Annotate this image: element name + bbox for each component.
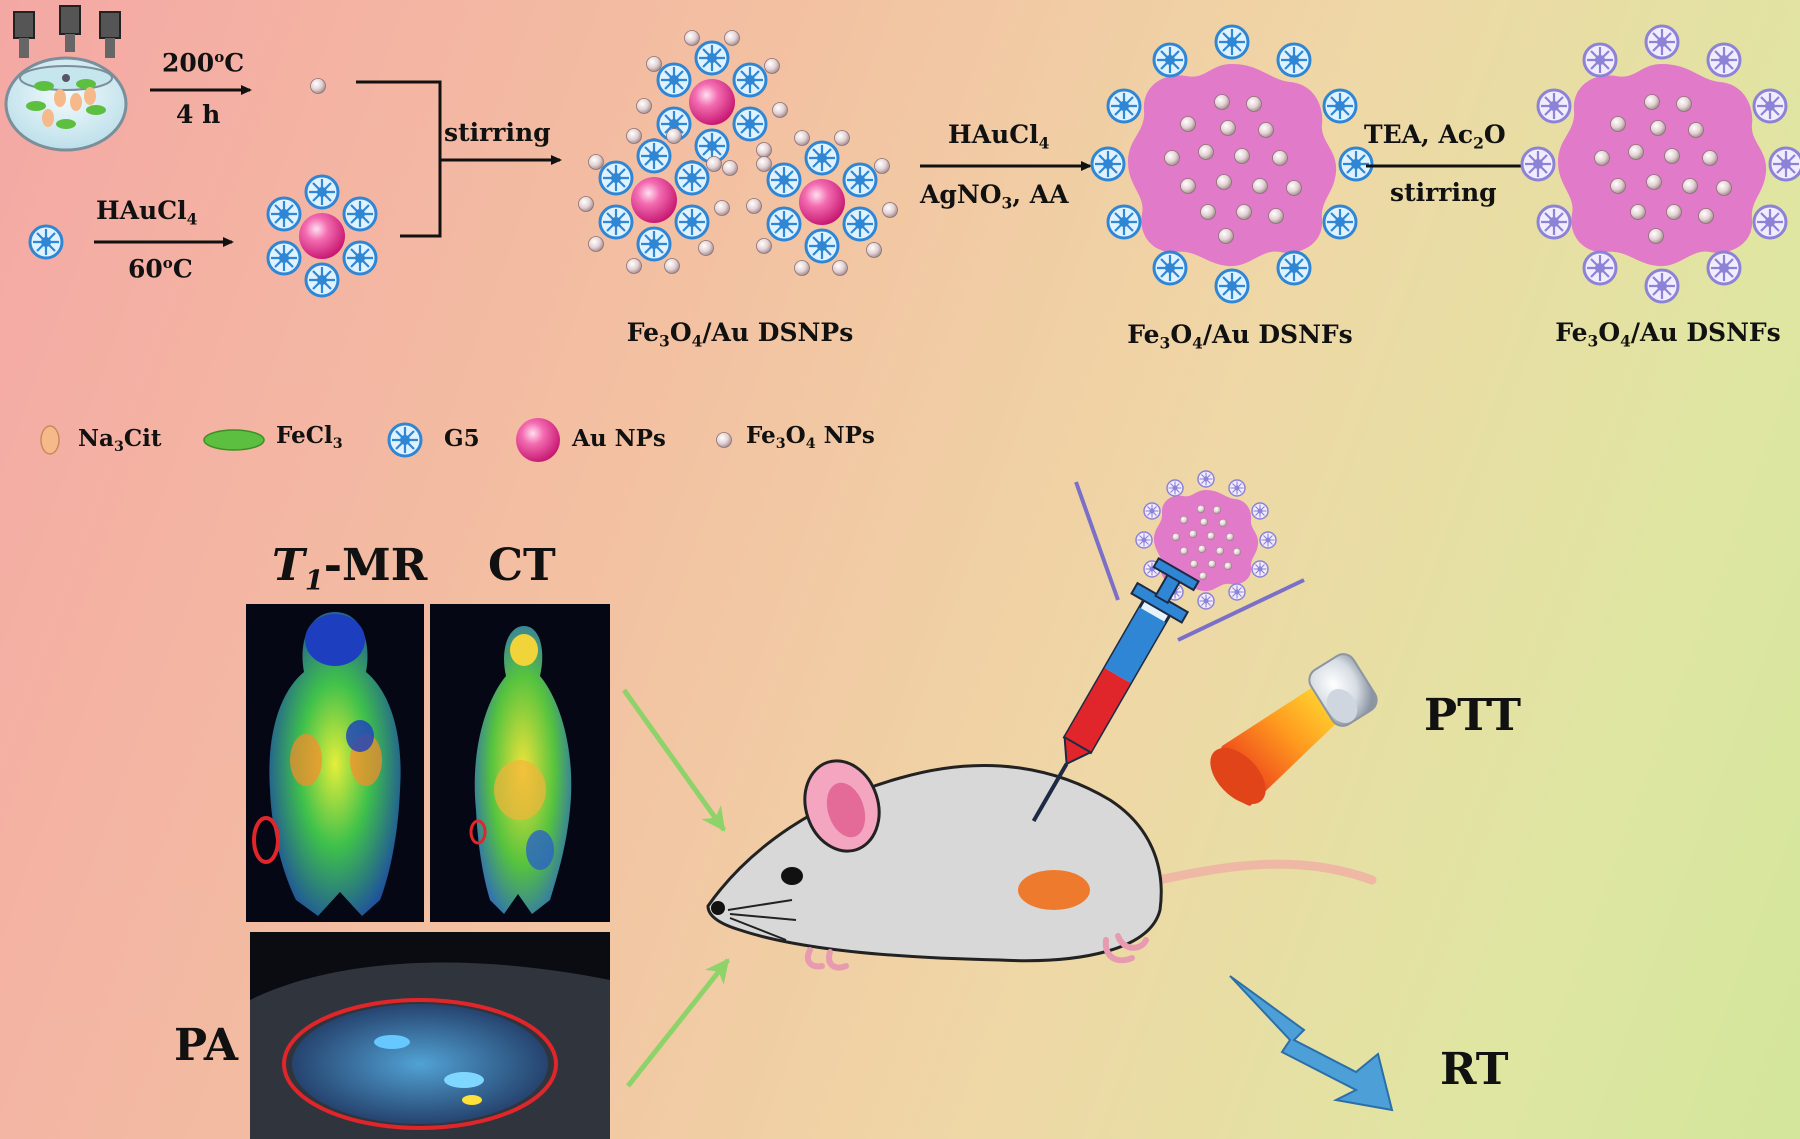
gold-nanoparticle-icon	[516, 418, 560, 462]
step5-stirring: stirring	[1390, 178, 1497, 207]
sodium-citrate-icon	[40, 425, 60, 455]
iron-oxide-nanoparticle-icon	[716, 432, 732, 448]
label-ptt: PTT	[1424, 690, 1522, 741]
injected-nanoflower	[1136, 471, 1276, 609]
fe3o4-nanoparticle	[310, 78, 326, 94]
label-rt: RT	[1440, 1044, 1509, 1095]
zoom-guide	[1074, 481, 1305, 642]
t1-mr-image	[246, 604, 424, 922]
dsnps-aggregate	[579, 31, 898, 276]
syringe	[1031, 556, 1200, 823]
legend-au-nps: Au NPs	[572, 425, 666, 452]
legend-g5: G5	[444, 425, 480, 452]
label-t1-mr: T1-MR	[272, 540, 428, 597]
arrow-imaging-pa	[626, 958, 730, 1088]
legend-fecl3: FeCl3	[276, 422, 343, 452]
laser-source	[1210, 653, 1378, 806]
product-label-acetylated-dsnfs: Fe3O4/Au DSNFs	[1555, 318, 1781, 351]
step1-temperature: 200oC	[162, 48, 245, 78]
dendrimer-icon	[387, 422, 423, 458]
dsnfs-flower	[1092, 26, 1372, 302]
radiation-bolt-icon	[1229, 975, 1394, 1112]
product-label-dsnfs: Fe3O4/Au DSNFs	[1127, 320, 1353, 353]
legend-na3cit: Na3Cit	[78, 425, 162, 455]
arrow-imaging-mr-ct	[621, 688, 727, 832]
mouse	[706, 759, 1377, 971]
step3-stirring: stirring	[444, 118, 551, 147]
pa-image	[250, 932, 610, 1139]
step4-additives: AgNO3, AA	[920, 180, 1069, 213]
au-dendrimer-assembly	[268, 176, 376, 296]
label-pa: PA	[174, 1020, 239, 1071]
step2-temperature: 60oC	[128, 254, 193, 284]
ferric-chloride-icon	[203, 429, 265, 451]
step5-reagents: TEA, Ac2O	[1364, 120, 1506, 153]
label-ct: CT	[488, 540, 556, 591]
legend-fe3o4-nps: Fe3O4 NPs	[746, 422, 875, 452]
reaction-flask	[4, 5, 128, 152]
ct-image	[430, 604, 610, 922]
acetylated-dsnfs-flower	[1522, 26, 1800, 302]
step4-reagent: HAuCl4	[948, 120, 1050, 153]
product-label-dsnps: Fe3O4/Au DSNPs	[626, 318, 854, 351]
g5-dendrimer	[28, 224, 64, 260]
step2-reagent: HAuCl4	[96, 196, 198, 229]
step1-time: 4 h	[176, 100, 221, 129]
